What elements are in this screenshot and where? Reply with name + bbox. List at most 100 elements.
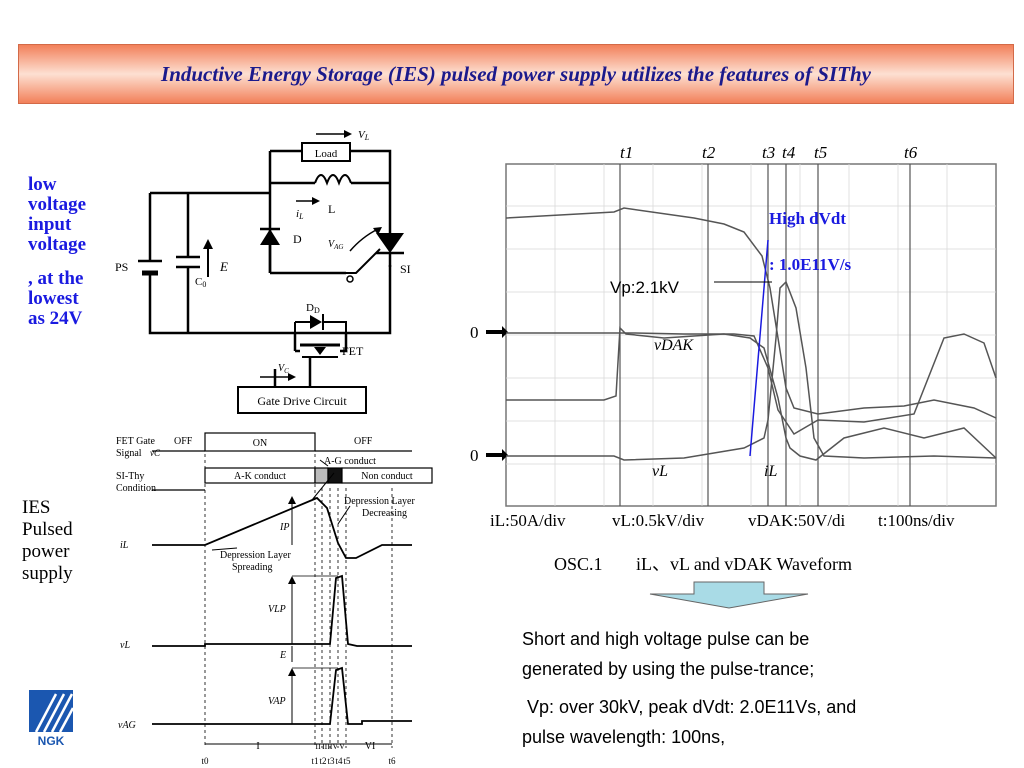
vl-label: VL xyxy=(358,129,370,142)
ngk-logo: NGK xyxy=(29,690,75,748)
t-label: t3 xyxy=(762,143,775,162)
vp-label: Vp:2.1kV xyxy=(610,278,680,297)
condition-label: Condition xyxy=(116,483,156,494)
title-banner: Inductive Energy Storage (IES) pulsed po… xyxy=(18,44,1014,104)
non-conduct-box xyxy=(341,467,433,484)
signal-label: Signal xyxy=(116,448,142,459)
note-line: IES xyxy=(22,497,51,518)
sithy-label: SI-Thy xyxy=(116,471,144,482)
arrow-head xyxy=(312,197,320,205)
zero-marker: 0 xyxy=(470,446,479,465)
oscilloscope-waveform: t1 t2 t3 t4 t5 t6 0 0 Vp:2.1kV High dVdt… xyxy=(470,143,997,530)
ps-label: PS xyxy=(115,260,128,274)
vl-waveform xyxy=(152,574,412,647)
caption-text: iL、vL and vDAK Waveform xyxy=(636,554,852,574)
high-dvdt-label: High dVdt xyxy=(769,209,846,228)
il-label: iL xyxy=(120,540,129,551)
page-title: Inductive Energy Storage (IES) pulsed po… xyxy=(161,61,871,86)
note-line: lowest xyxy=(28,288,79,309)
e-label: E xyxy=(279,650,286,661)
note-line: , at the xyxy=(28,268,84,289)
ak-conduct-label: A-K conduct xyxy=(234,471,286,482)
scale-vl: vL:0.5kV/div xyxy=(612,511,705,530)
gate-drive-label: Gate Drive Circuit xyxy=(257,394,347,408)
region-label: III xyxy=(322,742,330,751)
on-label: ON xyxy=(253,438,267,449)
vdak-label: vDAK xyxy=(654,337,694,354)
e-label: E xyxy=(219,259,228,274)
c0-label: C0 xyxy=(195,276,206,289)
t-label: t1 xyxy=(311,756,318,766)
t-label: t2 xyxy=(319,756,326,766)
vc-label: VC xyxy=(278,363,289,375)
note-line: low xyxy=(28,174,57,195)
fet-label: FET xyxy=(342,344,364,358)
zero-arrow xyxy=(486,449,508,461)
vlp-label: VLP xyxy=(268,604,286,615)
vag-label: VAG xyxy=(328,239,343,251)
terminal xyxy=(346,275,354,283)
t-label: t4 xyxy=(335,756,343,766)
il-trace xyxy=(505,207,997,419)
arrow-head xyxy=(288,496,296,504)
low-voltage-note: low voltage input voltage , at the lowes… xyxy=(28,175,86,329)
vag-waveform xyxy=(152,666,412,725)
arrow-head xyxy=(288,668,296,676)
note-line: as 24V xyxy=(28,308,83,329)
pulse-description: Short and high voltage pulse can be gene… xyxy=(522,624,856,752)
region-label: I xyxy=(256,741,259,752)
gate-lead xyxy=(346,248,381,274)
t-label: t2 xyxy=(702,143,716,162)
depression-decreasing-label: Depression Layer xyxy=(344,496,415,507)
vc-label: vC xyxy=(150,448,161,458)
t-label: t5 xyxy=(343,756,351,766)
logo-mark xyxy=(29,690,73,732)
note-line: voltage xyxy=(28,234,87,255)
text-line: Short and high voltage pulse can be xyxy=(522,629,810,649)
vdak-trace xyxy=(506,332,997,436)
note-line: input xyxy=(28,214,72,235)
region-label: II xyxy=(315,742,321,751)
non-conduct-label: Non conduct xyxy=(361,471,413,482)
region-label: V xyxy=(339,742,345,751)
vl-trace xyxy=(506,326,997,461)
down-arrow xyxy=(649,581,809,609)
logo-text: NGK xyxy=(38,734,65,748)
timing-diagram: FET Gate OFF Signal vC ON OFF SI-Thy Con… xyxy=(116,432,433,766)
region-label: VI xyxy=(365,741,376,752)
scale-vdak: vDAK:50V/di xyxy=(748,511,846,530)
caption-osc: OSC.1 xyxy=(554,554,603,574)
down-arrow-shape xyxy=(649,581,809,609)
dd-label: DD xyxy=(306,302,320,315)
osc-caption: OSC.1 iL、vL and vDAK Waveform xyxy=(554,554,852,574)
inductor-label: L xyxy=(328,202,335,216)
t-label: t6 xyxy=(388,756,396,766)
il-label: iL xyxy=(296,208,304,221)
pointer-line xyxy=(337,505,351,525)
vap-label: VAP xyxy=(268,696,286,707)
note-line: power xyxy=(22,541,70,562)
si-label: SI xyxy=(400,262,411,276)
on-box xyxy=(204,432,316,452)
arrow-head xyxy=(288,373,296,381)
arrow-head xyxy=(203,239,213,249)
ag-box-2 xyxy=(327,467,343,484)
zero-marker: 0 xyxy=(470,323,479,342)
zero-arrow xyxy=(486,326,508,338)
scale-il: iL:50A/div xyxy=(490,511,566,530)
ag-conduct-label: A-G conduct xyxy=(324,456,376,467)
vag-label: vAG xyxy=(118,720,136,731)
text-line: generated by using the pulse-trance; xyxy=(522,659,815,679)
scale-t: t:100ns/div xyxy=(878,511,955,530)
load-box xyxy=(301,142,351,162)
vl-label: vL xyxy=(120,640,130,651)
region-label: IV xyxy=(330,742,339,751)
note-line: voltage xyxy=(28,194,87,215)
depression-spreading-label: Spreading xyxy=(232,562,273,573)
arrow-head xyxy=(373,227,382,235)
vag-arrow xyxy=(349,228,379,252)
ies-note: IES Pulsed power supply xyxy=(22,497,73,585)
t-label: t6 xyxy=(904,143,918,162)
inductor-coil xyxy=(314,174,352,186)
circuit-diagram: Load VL L iL D SI VAG PS C0 E DD FET VC … xyxy=(115,129,411,414)
